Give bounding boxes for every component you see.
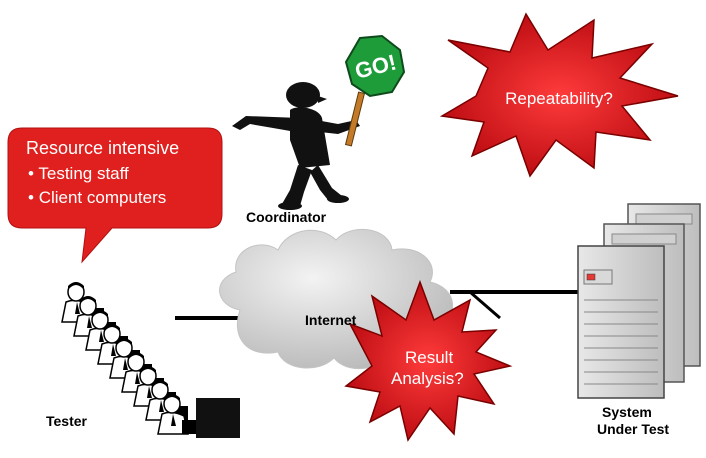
bubble-item-client-computers: • Client computers xyxy=(28,188,167,207)
repeatability-burst: Repeatability? xyxy=(439,12,679,178)
tester-person-icon xyxy=(157,394,200,435)
bubble-title: Resource intensive xyxy=(26,138,180,158)
result-text-line2: Analysis? xyxy=(391,369,464,388)
coordinator-figure-icon xyxy=(232,82,360,210)
sut-label-line1: System xyxy=(602,404,652,420)
tester-group-icon xyxy=(61,282,240,438)
bubble-item-label: Client computers xyxy=(38,188,167,207)
tester-computer-icon xyxy=(196,398,240,438)
bubble-item-label: Testing staff xyxy=(38,164,129,183)
result-text-line1: Result xyxy=(405,348,454,367)
internet-label: Internet xyxy=(305,312,357,328)
result-analysis-burst xyxy=(344,279,513,442)
tester-label: Tester xyxy=(46,413,87,429)
coordinator-label: Coordinator xyxy=(246,209,327,225)
bubble-item-testing-staff: • Testing staff xyxy=(28,164,129,183)
speech-bubble xyxy=(7,127,223,264)
repeatability-text: Repeatability? xyxy=(505,89,613,108)
server-rack-front xyxy=(577,245,665,399)
go-sign-icon: GO! xyxy=(344,34,406,147)
connector-diagonal xyxy=(469,290,501,320)
sut-label-line2: Under Test xyxy=(597,421,670,437)
